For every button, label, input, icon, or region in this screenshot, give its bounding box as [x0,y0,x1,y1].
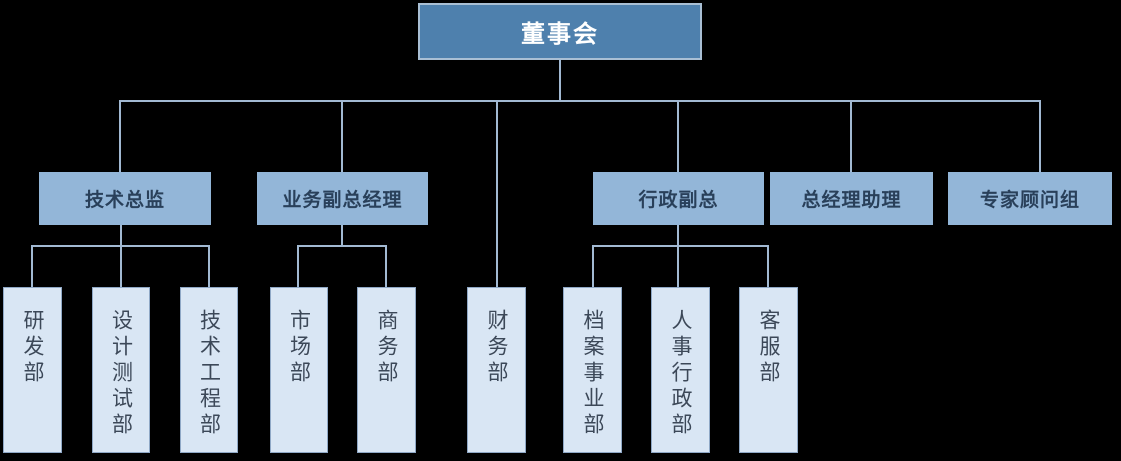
node-tech-director: 技术总监 [39,172,211,225]
connector-drop-admin [677,100,679,172]
node-hr-admin-dept: 人事行政部 [651,287,710,453]
node-rd-dept: 研发部 [3,287,62,453]
connector-drop-rd [31,245,33,287]
connector-drop-assistant [850,100,852,172]
node-commerce-dept: 商务部 [357,287,416,453]
connector-stem-tech [120,225,122,247]
node-label: 档案事业部 [581,309,604,439]
connector-drop-tech [119,100,121,172]
connector-drop-hr [677,245,679,287]
node-business-deputy-gm: 业务副总经理 [257,172,428,225]
node-label: 设计测试部 [109,309,133,439]
connector-drop-business [341,100,343,172]
node-customer-service-dept: 客服部 [739,287,798,453]
connector-bar-business [297,245,387,247]
connector-stem-admin [677,225,679,247]
node-board-of-directors: 董事会 [418,3,702,60]
node-label: 人事行政部 [669,309,692,439]
connector-drop-marketing [297,245,299,287]
node-tech-engineering-dept: 技术工程部 [180,287,238,453]
node-label: 业务副总经理 [282,190,403,211]
node-finance-dept: 财务部 [467,287,526,453]
node-label: 行政副总 [638,190,719,211]
connector-drop-finance [496,100,498,287]
node-label: 研发部 [21,309,44,387]
connector-drop-commerce [385,245,387,287]
node-gm-assistant: 总经理助理 [770,172,933,225]
node-expert-advisory-group: 专家顾问组 [948,172,1112,225]
connector-drop-archives [592,245,594,287]
node-marketing-dept: 市场部 [270,287,328,453]
connector-drop-techeng [208,245,210,287]
node-archives-dept: 档案事业部 [563,287,622,453]
node-label: 客服部 [757,309,780,387]
node-admin-deputy-gm: 行政副总 [593,172,764,225]
node-label: 专家顾问组 [979,190,1080,211]
node-label: 技术工程部 [197,309,221,439]
node-label: 技术总监 [84,190,165,211]
connector-drop-cs [767,245,769,287]
node-label: 董事会 [521,21,599,48]
connector-drop-expert [1039,100,1041,172]
connector-stem-business [341,225,343,247]
node-label: 商务部 [375,309,398,387]
connector-trunk [119,100,1041,102]
node-design-test-dept: 设计测试部 [92,287,150,453]
node-label: 市场部 [287,309,311,387]
connector-root-riser [559,60,561,102]
connector-drop-design [120,245,122,287]
node-label: 总经理助理 [801,190,902,211]
node-label: 财务部 [485,309,508,387]
connector-bar-admin [592,245,769,247]
